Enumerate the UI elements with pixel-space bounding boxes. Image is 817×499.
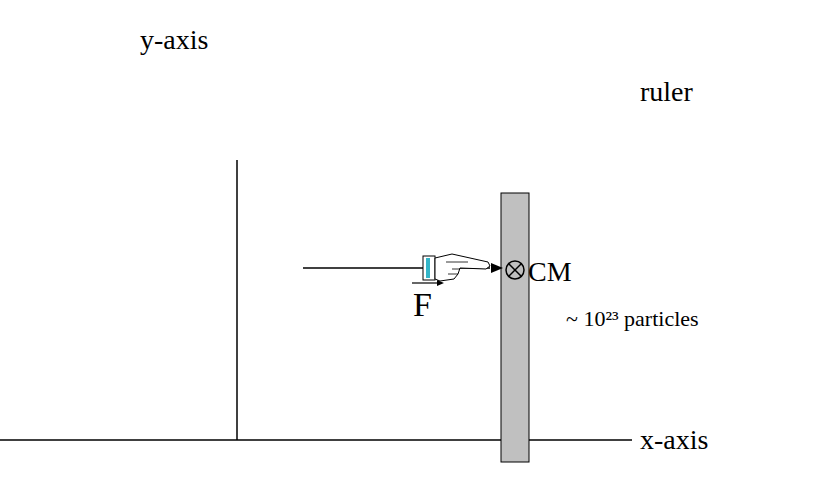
- force-arrowhead: [491, 263, 503, 273]
- axis-label: y-axis: [140, 26, 208, 54]
- cm-symbol: [506, 261, 524, 279]
- y-axis-line: [236, 160, 238, 440]
- cm-label: CM: [528, 258, 572, 286]
- x-axis-line: [0, 439, 632, 441]
- vector-arrowhead: [437, 280, 444, 286]
- axis-label: x-axis: [640, 426, 708, 454]
- force-label: F: [413, 288, 432, 322]
- particle-note: ~ 10²³ particles: [566, 308, 699, 330]
- vector-arrow: [412, 282, 440, 283]
- hand-icon: [423, 254, 490, 281]
- ruler-bar: [501, 193, 529, 462]
- part-label: ruler: [640, 78, 693, 106]
